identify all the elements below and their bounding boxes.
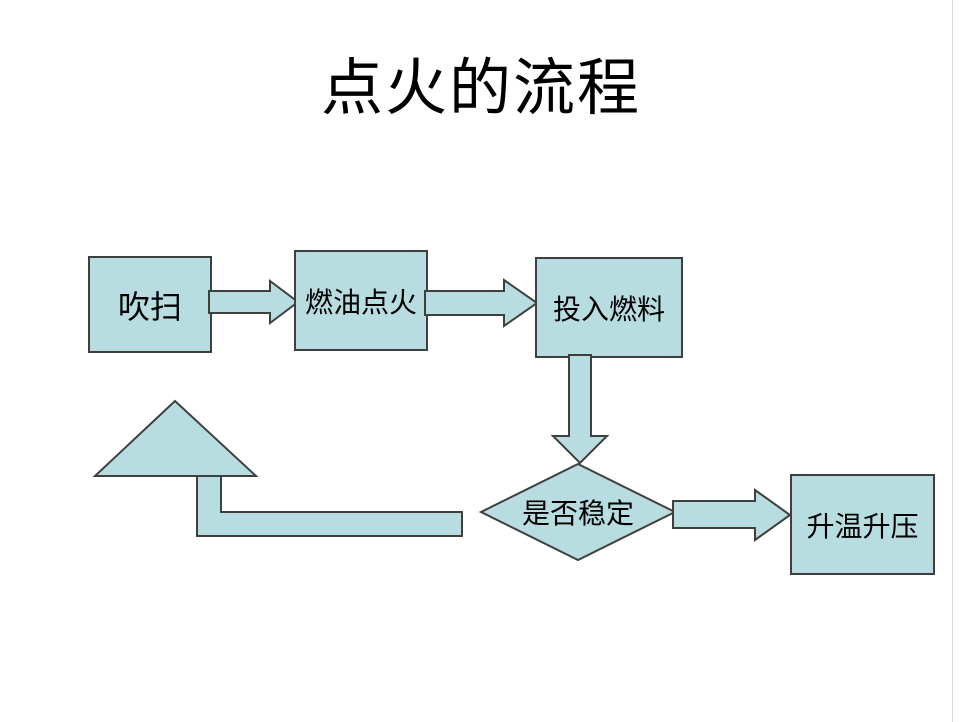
page-title: 点火的流程 [320,51,641,124]
flow-node-purge-label: 吹扫 [117,287,182,326]
flow-node-raise-temp-pressure[interactable]: 升温升压 [790,474,935,575]
flow-node-input-fuel-label: 投入燃料 [552,292,665,326]
flow-node-input-fuel[interactable]: 投入燃料 [535,257,683,358]
connector-fuel-to-decision-arrow-icon [550,354,610,465]
flow-node-purge[interactable]: 吹扫 [88,256,212,353]
connector-purge-to-oil-arrow-icon [208,279,300,325]
connector-decision-to-raise-arrow-icon [672,488,792,542]
flow-node-oil-ignition-label: 燃油点火 [304,285,417,319]
slide-right-rule [952,0,953,722]
flow-node-decision-stable[interactable] [478,462,678,562]
flow-node-raise-temp-pressure-label: 升温升压 [806,509,919,543]
connector-oil-to-fuel-arrow-icon [424,278,539,328]
flow-node-oil-ignition[interactable]: 燃油点火 [294,250,428,351]
connector-decision-to-purge-elbow-arrow-icon [92,399,463,537]
